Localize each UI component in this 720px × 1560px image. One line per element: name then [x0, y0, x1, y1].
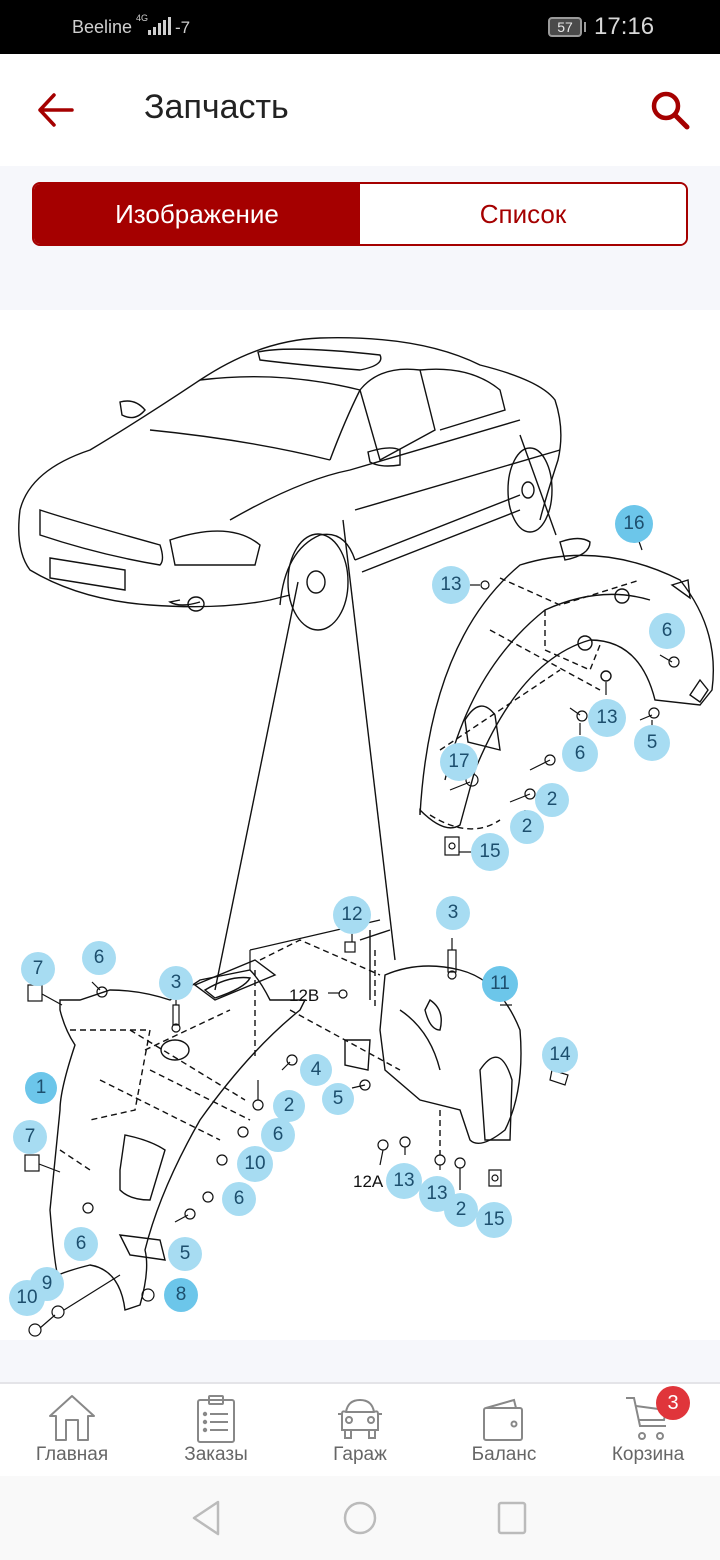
nav-balance-label: Баланс	[471, 1444, 537, 1465]
home-icon	[49, 1395, 95, 1441]
clipboard-icon	[197, 1395, 235, 1443]
nav-orders-label: Заказы	[184, 1444, 248, 1465]
callout-2[interactable]: 2	[444, 1193, 478, 1227]
rear-wheel-liner-drawing	[419, 537, 715, 830]
car-drawing	[18, 337, 562, 631]
parts-diagram: 16 13 6 13 5 6 17 2 2 15 12 3 7 6 3 11 1…	[0, 310, 720, 1340]
nav-cart[interactable]: 3 Корзина	[576, 1384, 720, 1476]
front-liner-drawing	[49, 959, 307, 1311]
callout-2[interactable]: 2	[510, 810, 544, 844]
status-bar: Beeline 4G -7 57 17:16	[0, 0, 720, 54]
arrow-left-icon	[38, 93, 74, 127]
callout-8[interactable]: 8	[164, 1278, 198, 1312]
nav-balance[interactable]: Баланс	[432, 1384, 576, 1476]
tab-image[interactable]: Изображение	[34, 184, 360, 244]
search-button[interactable]	[648, 88, 692, 132]
parts-drawing	[18, 337, 715, 1337]
callout-13[interactable]: 13	[588, 699, 626, 737]
label-12b: 12B	[289, 986, 320, 1005]
callout-11[interactable]: 11	[482, 966, 518, 1002]
callout-7[interactable]: 7	[21, 952, 55, 986]
callout-6[interactable]: 6	[562, 736, 598, 772]
back-button[interactable]	[34, 90, 78, 130]
callout-6[interactable]: 6	[261, 1118, 295, 1152]
callout-4[interactable]: 4	[300, 1054, 332, 1086]
signal-extra: -7	[175, 18, 191, 37]
nav-orders[interactable]: Заказы	[144, 1384, 288, 1476]
callout-5[interactable]: 5	[168, 1237, 202, 1271]
back-triangle-icon[interactable]	[186, 1498, 226, 1538]
callout-3[interactable]: 3	[436, 896, 470, 930]
home-circle-icon[interactable]	[340, 1498, 380, 1538]
bottom-navigation: Главная Заказы Гараж Баланс	[0, 1382, 720, 1476]
callout-13[interactable]: 13	[432, 566, 470, 604]
cart-badge: 3	[656, 1386, 690, 1420]
nav-home[interactable]: Главная	[0, 1384, 144, 1476]
callout-7[interactable]: 7	[13, 1120, 47, 1154]
cart-icon	[626, 1397, 668, 1440]
page-title: Запчасть	[144, 88, 289, 126]
signal-icon	[148, 17, 171, 35]
callout-5[interactable]: 5	[634, 725, 670, 761]
carrier-name: Beeline	[72, 17, 133, 37]
nav-home-label: Главная	[35, 1444, 109, 1465]
callout-13[interactable]: 13	[386, 1163, 422, 1199]
callout-13[interactable]: 13	[419, 1176, 455, 1212]
view-toggle: Изображение Список	[32, 182, 688, 246]
wallet-icon	[483, 1398, 523, 1441]
system-navigation	[0, 1476, 720, 1560]
callout-6[interactable]: 6	[222, 1182, 256, 1216]
callout-15[interactable]: 15	[471, 833, 509, 871]
callout-16[interactable]: 16	[615, 505, 653, 543]
callout-17[interactable]: 17	[440, 743, 478, 781]
callout-2[interactable]: 2	[535, 783, 569, 817]
callout-6[interactable]: 6	[82, 941, 116, 975]
callout-3[interactable]: 3	[159, 966, 193, 1000]
label-12a: 12A	[353, 1172, 384, 1191]
battery-icon: 57	[548, 17, 582, 37]
nav-garage[interactable]: Гараж	[288, 1384, 432, 1476]
battery-tip	[584, 22, 586, 32]
callout-5[interactable]: 5	[322, 1083, 354, 1115]
recents-square-icon[interactable]	[492, 1498, 532, 1538]
callout-12[interactable]: 12	[333, 896, 371, 934]
app-bar: Запчасть	[0, 54, 720, 166]
callout-1[interactable]: 1	[25, 1072, 57, 1104]
callout-14[interactable]: 14	[542, 1037, 578, 1073]
nav-cart-label: Корзина	[611, 1444, 685, 1465]
car-icon	[338, 1398, 382, 1439]
nav-garage-label: Гараж	[333, 1444, 387, 1465]
network-type: 4G	[136, 13, 149, 23]
callout-10[interactable]: 10	[237, 1146, 273, 1182]
callout-6[interactable]: 6	[64, 1227, 98, 1261]
callout-2[interactable]: 2	[273, 1090, 305, 1122]
clock: 17:16	[594, 13, 655, 40]
callout-10[interactable]: 10	[9, 1280, 45, 1316]
front-right-liner-drawing	[259, 929, 522, 1155]
callout-15[interactable]: 15	[476, 1202, 512, 1238]
callout-6[interactable]: 6	[649, 613, 685, 649]
search-icon	[651, 91, 690, 130]
tab-list[interactable]: Список	[360, 184, 686, 244]
